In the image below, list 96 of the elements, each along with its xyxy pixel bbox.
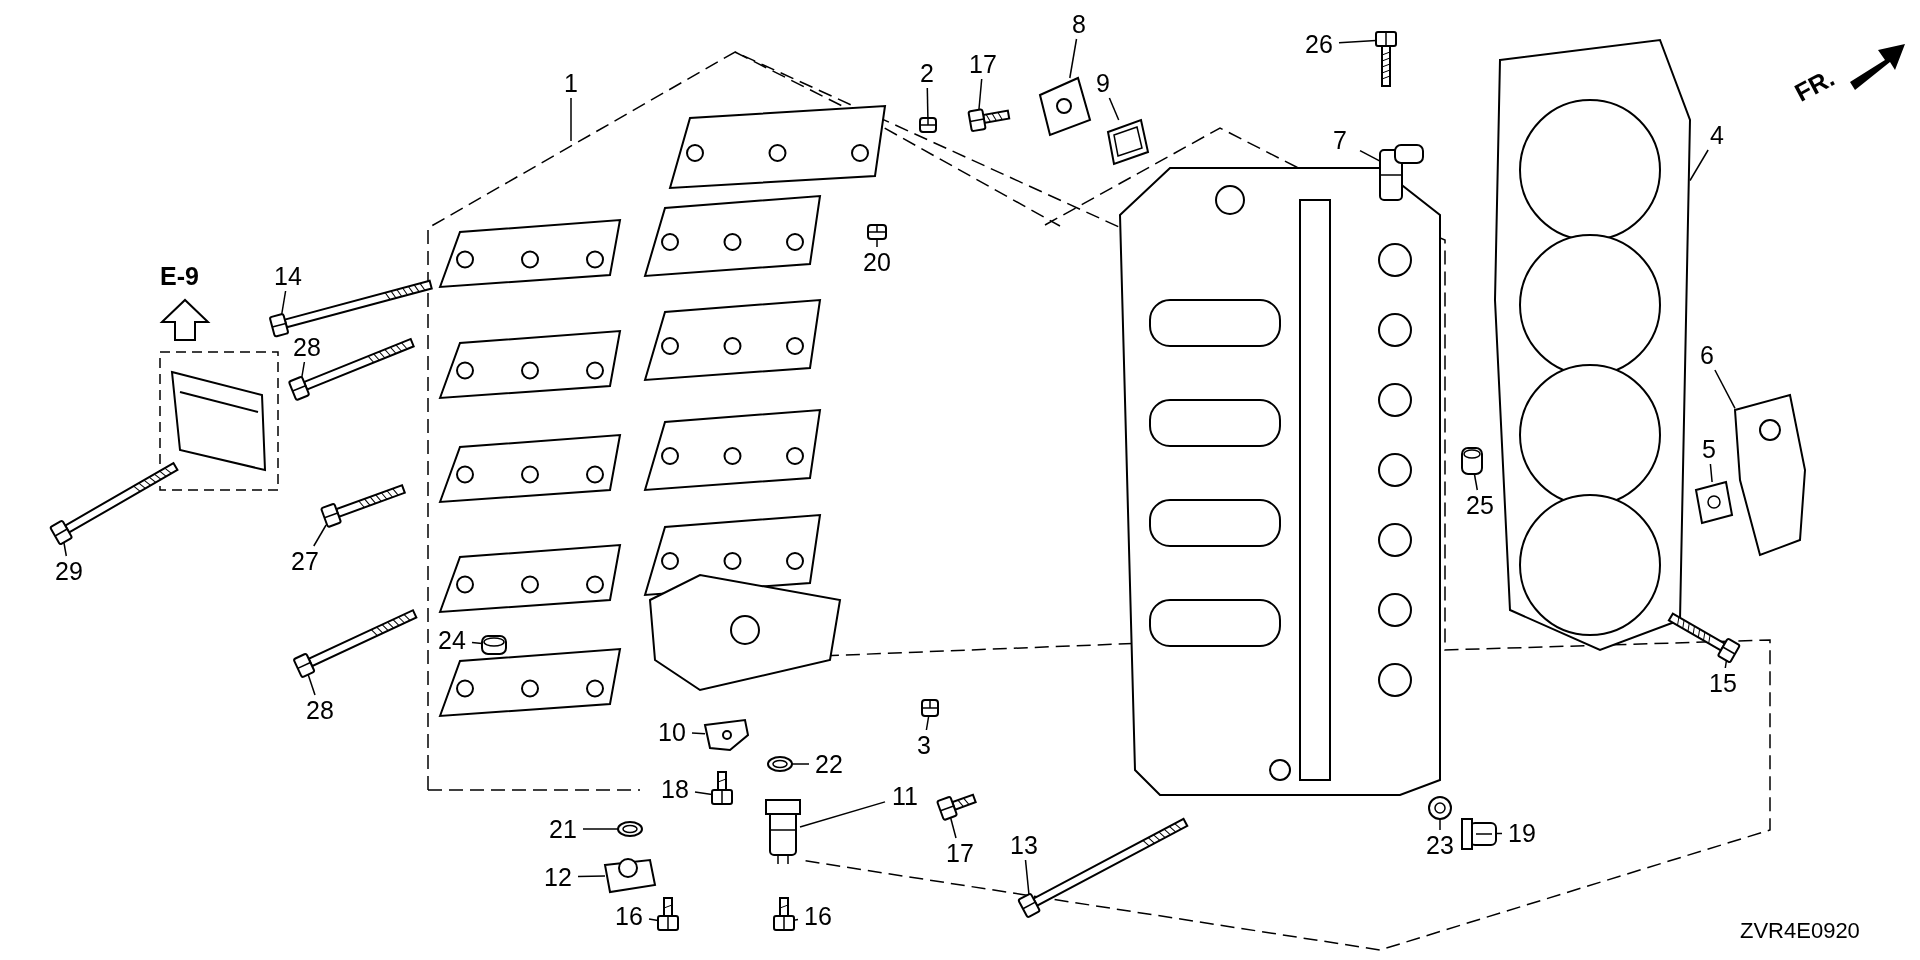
callout-number: 11: [885, 781, 925, 811]
callout-number: 16: [609, 901, 649, 931]
dowel-pin-drawing: [481, 635, 507, 655]
leader-line: [1359, 149, 1381, 162]
callout-number: 8: [1059, 9, 1099, 39]
callout-number: 15: [1703, 668, 1743, 698]
callout-number: 14: [268, 261, 308, 291]
leader-line: [1495, 832, 1503, 835]
leader-line: [1709, 463, 1713, 483]
plug-drawing: [1461, 818, 1497, 850]
callout-number: 1: [551, 68, 591, 98]
callout-number: 13: [1004, 830, 1044, 860]
bolt-drawing: [773, 897, 795, 931]
callout-number: 18: [655, 774, 695, 804]
callout-number: 24: [432, 625, 472, 655]
callout-number: 28: [300, 695, 340, 725]
callout-number: 12: [538, 862, 578, 892]
leader-line: [1439, 818, 1441, 831]
leader-line: [793, 918, 799, 921]
callout-number: 17: [963, 49, 1003, 79]
callout-number: 5: [1689, 434, 1729, 464]
bolt-drawing: [287, 337, 415, 402]
plug-drawing: [921, 699, 939, 717]
bolt-drawing: [1375, 31, 1397, 87]
sensor-drawing: [765, 799, 801, 865]
leader-line: [799, 801, 886, 828]
callout-number: 17: [940, 838, 980, 868]
leader-line: [577, 875, 606, 878]
callout-number: 6: [1687, 340, 1727, 370]
leader-line: [280, 290, 287, 316]
leader-line: [307, 674, 316, 696]
leader-line: [1473, 473, 1479, 491]
oil-control-solenoid-drawing: [1733, 393, 1806, 557]
diagram-code: ZVR4E0920: [1740, 918, 1860, 944]
leader-line: [1714, 369, 1736, 410]
callout-number: 2: [907, 58, 947, 88]
leader-line: [1689, 149, 1709, 182]
callout-number: 4: [1697, 120, 1737, 150]
bolt-drawing: [320, 483, 407, 529]
dowel-pin-drawing: [1461, 447, 1483, 475]
leader-line: [925, 715, 930, 731]
callout-number: 7: [1320, 125, 1360, 155]
bolt-drawing: [711, 771, 733, 805]
o-ring-drawing: [617, 821, 643, 837]
leader-line: [949, 817, 957, 839]
leader-line: [570, 97, 572, 142]
fr-label: FR.: [1790, 63, 1840, 108]
cover-drawing: [1038, 76, 1092, 137]
leader-line: [691, 732, 706, 735]
callout-number: 22: [809, 749, 849, 779]
plug-drawing: [919, 117, 937, 133]
leader-line: [648, 918, 659, 922]
bolt-drawing: [936, 793, 977, 822]
callout-number: 28: [287, 332, 327, 362]
leader-line: [471, 641, 483, 645]
leader-line: [313, 524, 327, 547]
leader-line: [926, 87, 929, 119]
bolt-drawing: [657, 897, 679, 931]
bolt-drawing: [967, 108, 1011, 133]
leader-line: [791, 763, 810, 765]
leader-line: [1724, 659, 1728, 669]
gasket-drawing: [1694, 480, 1734, 525]
bolt-drawing: [292, 608, 418, 679]
leader-line: [63, 541, 68, 557]
callout-number: 19: [1502, 818, 1542, 848]
leader-line: [978, 78, 983, 111]
callout-number: 9: [1083, 68, 1123, 98]
callout-number: 3: [904, 730, 944, 760]
callout-number: 27: [285, 546, 325, 576]
leader-line: [1338, 39, 1377, 44]
plug-drawing: [867, 224, 887, 240]
callout-number: 16: [798, 901, 838, 931]
bolt-drawing: [1667, 612, 1741, 664]
leader-line: [300, 361, 306, 379]
leader-line: [1069, 38, 1078, 79]
leader-line: [876, 238, 878, 248]
callout-number: 21: [543, 814, 583, 844]
callout-number: 10: [652, 717, 692, 747]
callout-number: 20: [857, 247, 897, 277]
callout-number: 23: [1420, 830, 1460, 860]
leader-line: [1024, 859, 1030, 896]
reference-label: E-9: [160, 262, 199, 291]
callout-number: 29: [49, 556, 89, 586]
leader-line: [582, 828, 619, 830]
sensor-drawing: [1379, 144, 1424, 201]
washer-drawing: [1428, 796, 1452, 820]
callout-number: 25: [1460, 490, 1500, 520]
callout-number: 26: [1299, 29, 1339, 59]
bracket-drawing: [703, 718, 750, 752]
bolt-drawing: [49, 461, 179, 546]
o-ring-drawing: [767, 756, 793, 772]
head-gasket-drawing: [1494, 38, 1691, 652]
leader-line: [1108, 97, 1120, 121]
leader-line: [694, 791, 713, 796]
gasket-drawing: [1106, 118, 1150, 166]
cap-drawing: [603, 858, 657, 894]
